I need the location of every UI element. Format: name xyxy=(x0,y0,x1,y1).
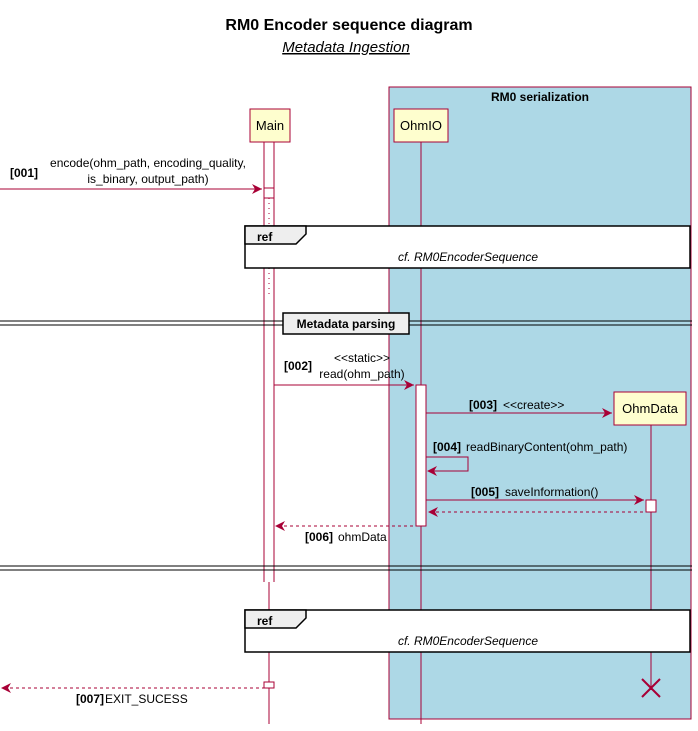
message-007-number: [007] xyxy=(76,692,104,706)
arrow-head-002 xyxy=(404,380,414,390)
message-001: [001] encode(ohm_path, encoding_quality,… xyxy=(0,156,262,194)
message-005: [005] saveInformation() xyxy=(426,485,644,505)
message-005-number: [005] xyxy=(471,485,499,499)
arrow-head-001 xyxy=(252,184,262,194)
message-002-number: [002] xyxy=(284,359,312,373)
message-007: [007] EXIT_SUCESS xyxy=(1,683,264,706)
lifeline-gaps xyxy=(268,198,652,680)
box-label: RM0 serialization xyxy=(491,90,589,104)
message-003-number: [003] xyxy=(469,398,497,412)
divider-metadata-parsing: Metadata parsing xyxy=(0,312,692,335)
activation-main-1 xyxy=(263,187,275,199)
arrow-head-004 xyxy=(427,466,437,476)
diagram-title: RM0 Encoder sequence diagram xyxy=(225,17,472,34)
message-007-line-1: EXIT_SUCESS xyxy=(105,692,188,706)
message-006-line-1: ohmData xyxy=(338,530,387,544)
message-004-line-1: readBinaryContent(ohm_path) xyxy=(466,440,627,454)
message-005-line-1: saveInformation() xyxy=(505,485,598,499)
ref-frame-2: ref cf. RM0EncoderSequence xyxy=(244,609,691,653)
participant-ohmdata-label: OhmData xyxy=(622,401,678,416)
ref-tag-1: ref xyxy=(257,230,273,244)
activation-main-2 xyxy=(263,681,275,689)
ref-text-1: cf. RM0EncoderSequence xyxy=(398,250,538,264)
message-001-line-2: is_binary, output_path) xyxy=(87,172,208,186)
message-001-line-1: encode(ohm_path, encoding_quality, xyxy=(50,156,246,170)
message-004: [004] readBinaryContent(ohm_path) xyxy=(426,440,627,476)
participant-main-label: Main xyxy=(256,118,284,133)
message-002-line-1: <<static>> xyxy=(334,351,390,365)
activation-ohmio xyxy=(415,384,427,527)
participant-main: Main xyxy=(249,108,291,143)
participant-ohmio-label: OhmIO xyxy=(400,118,442,133)
return-ohmdata-to-ohmio xyxy=(428,507,646,517)
divider-end xyxy=(0,565,692,571)
arrow-head-003 xyxy=(602,408,612,418)
arrow-head-005 xyxy=(634,495,644,505)
message-003-line-1: <<create>> xyxy=(503,398,564,412)
activation-ohmdata xyxy=(645,499,657,513)
diagram-subtitle: Metadata Ingestion xyxy=(282,39,410,56)
message-001-number: [001] xyxy=(10,166,38,180)
destroy-x-icon xyxy=(641,678,661,698)
message-004-number: [004] xyxy=(433,440,461,454)
arrow-head-006 xyxy=(275,521,285,531)
divider-label: Metadata parsing xyxy=(297,317,396,331)
message-006: [006] ohmData xyxy=(275,521,416,544)
participant-ohmio: OhmIO xyxy=(393,108,449,143)
arrow-head-return-ohmdata xyxy=(428,507,438,517)
message-002-line-2: read(ohm_path) xyxy=(319,367,404,381)
ref-tag-2: ref xyxy=(257,614,273,628)
ref-text-2: cf. RM0EncoderSequence xyxy=(398,634,538,648)
arrow-head-007 xyxy=(1,683,11,693)
message-006-number: [006] xyxy=(305,530,333,544)
participant-ohmdata: OhmData xyxy=(613,391,687,426)
message-003: [003] <<create>> xyxy=(426,398,612,418)
message-002: [002] <<static>> read(ohm_path) xyxy=(274,351,414,390)
ref-frame-1: ref cf. RM0EncoderSequence xyxy=(244,225,691,269)
